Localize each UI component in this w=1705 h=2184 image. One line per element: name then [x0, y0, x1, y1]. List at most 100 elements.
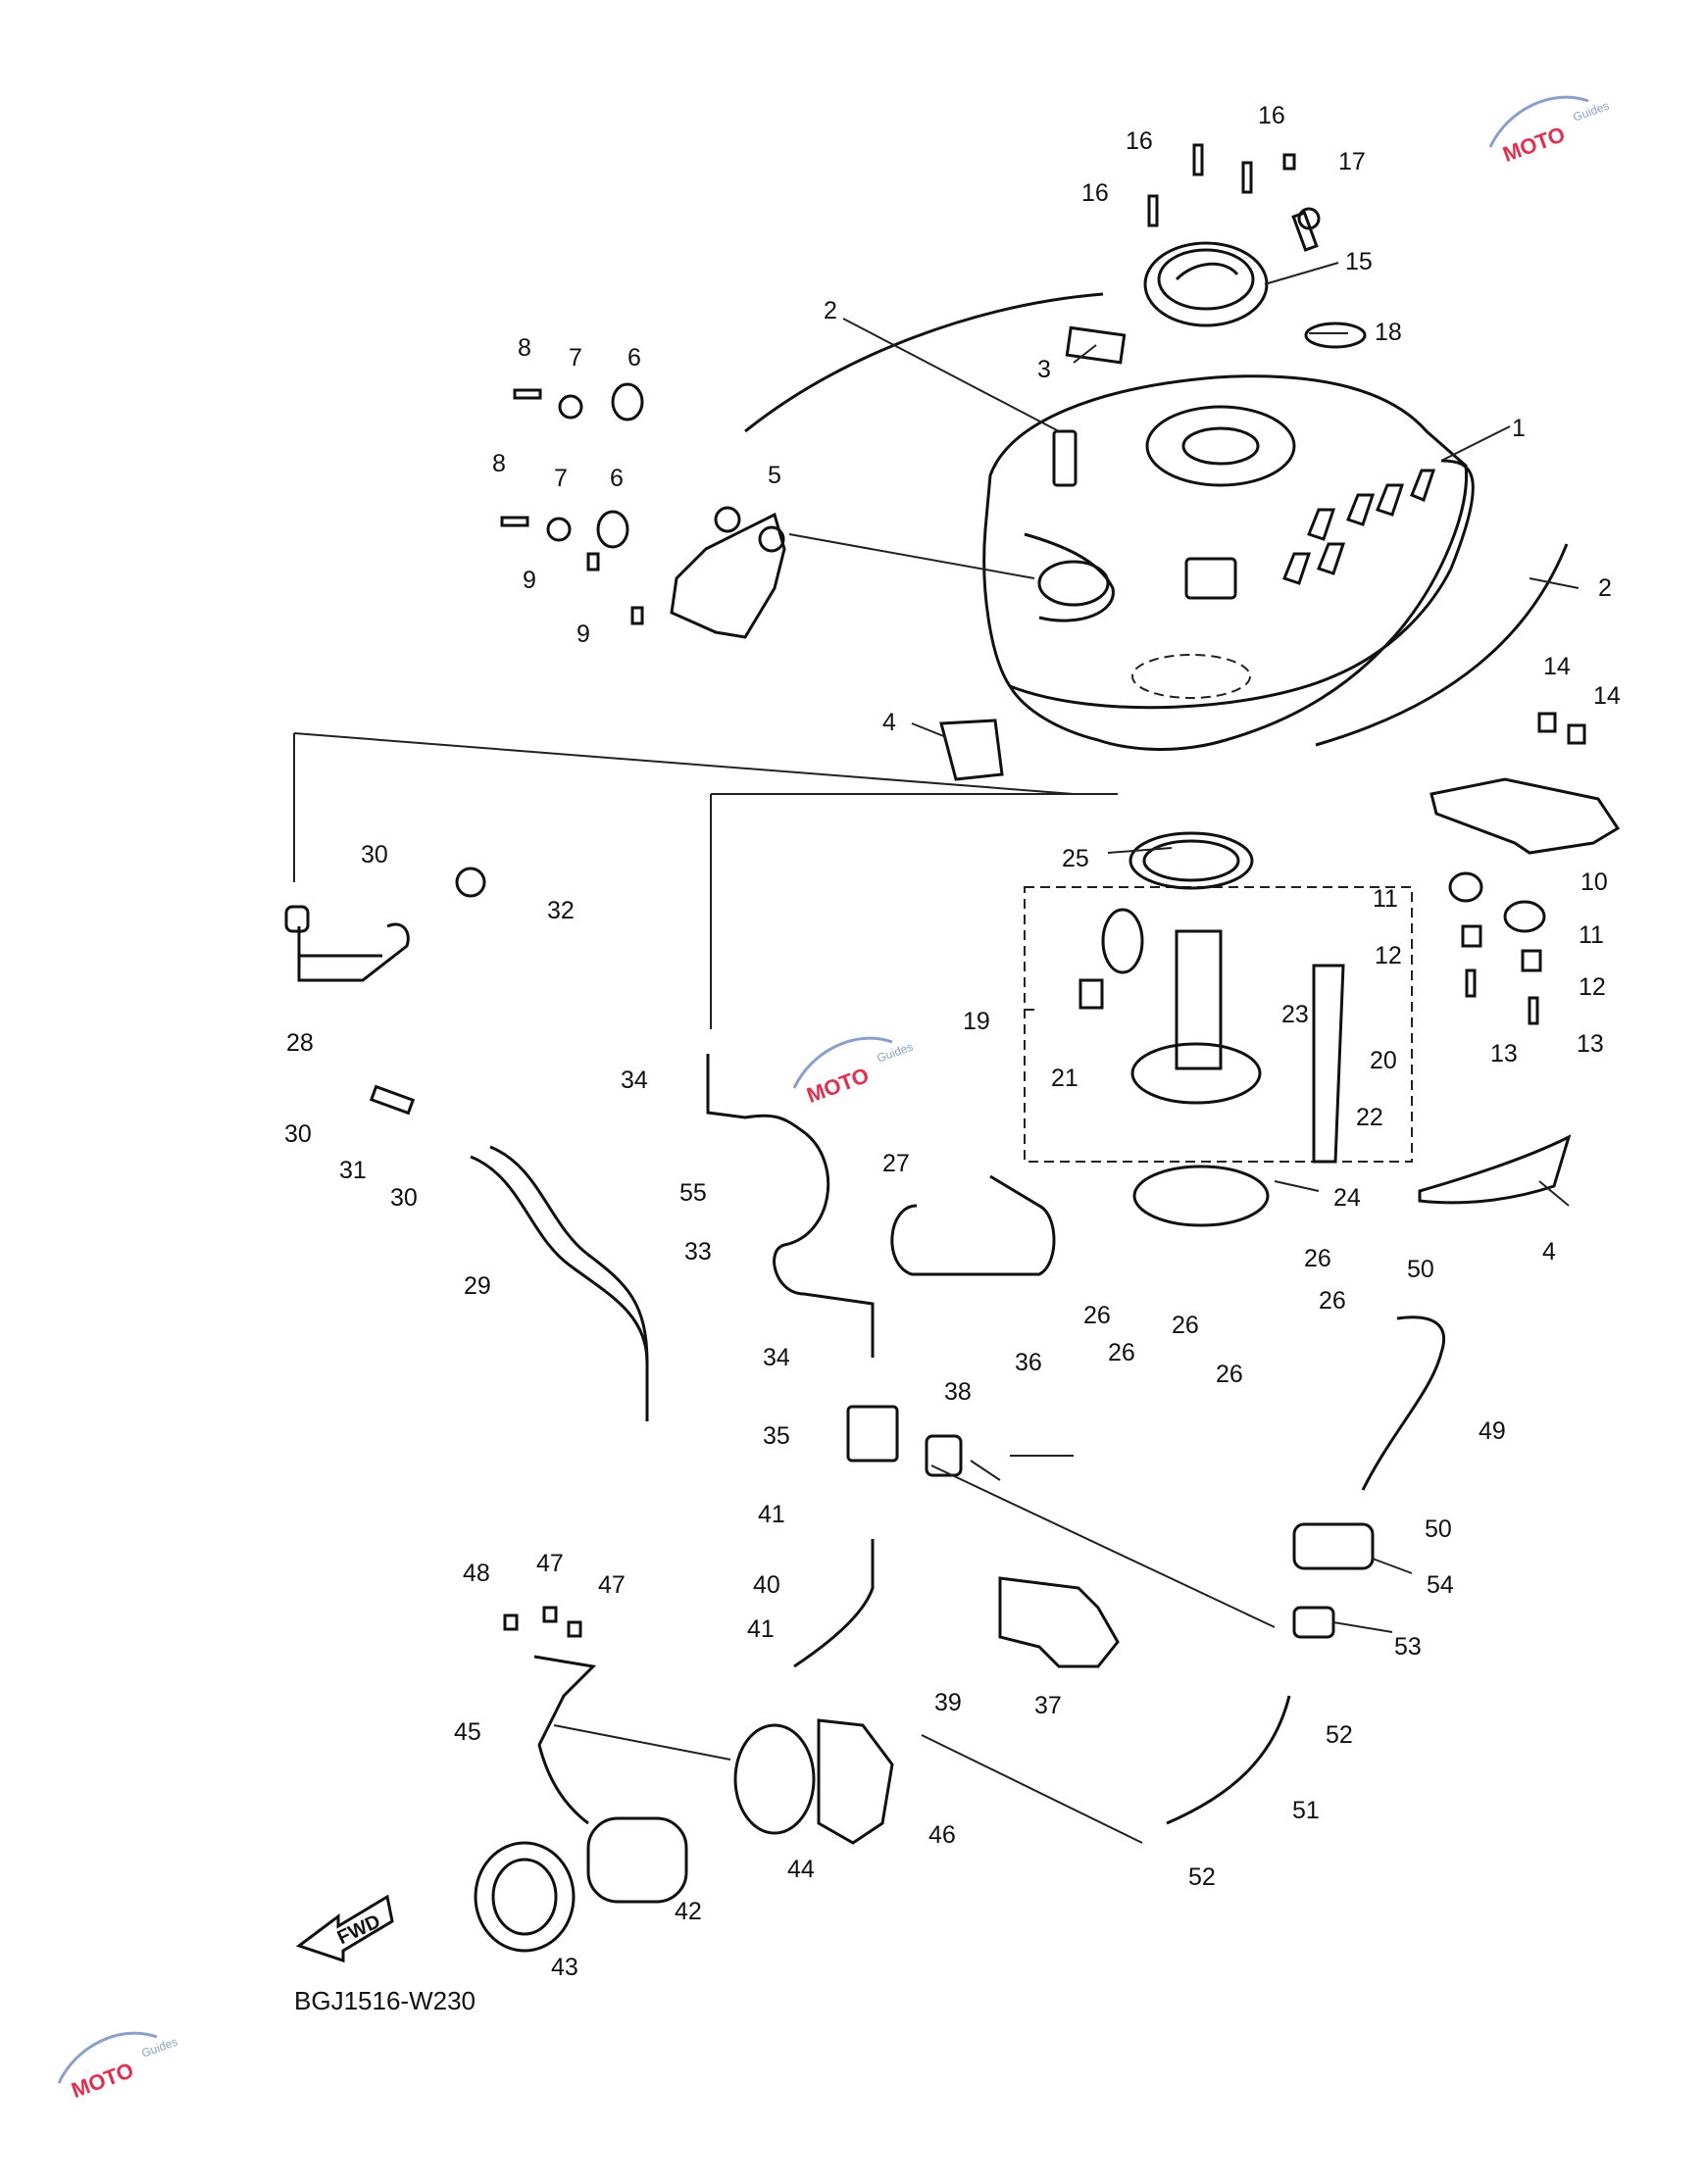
callout-20: 20 — [1370, 1047, 1397, 1074]
callout-47: 47 — [598, 1571, 626, 1599]
callout-27: 27 — [882, 1150, 910, 1177]
callout-29: 29 — [464, 1272, 491, 1300]
callout-39: 39 — [934, 1689, 962, 1716]
callout-labels: 1 2 2 3 4 4 5 6 6 7 7 8 8 9 9 10 11 11 1… — [284, 102, 1621, 1981]
callout-48: 48 — [463, 1560, 490, 1587]
callout-8: 8 — [492, 450, 506, 477]
bracket-mount-right — [1429, 712, 1621, 1025]
callout-42: 42 — [675, 1898, 702, 1925]
callout-16: 16 — [1258, 102, 1285, 129]
callout-26: 26 — [1304, 1245, 1331, 1272]
svg-text:MOTO: MOTO — [1499, 122, 1568, 167]
callout-53: 53 — [1394, 1633, 1422, 1661]
pad — [1065, 325, 1127, 365]
callout-37: 37 — [1034, 1692, 1062, 1719]
callout-9: 9 — [523, 567, 536, 594]
callout-43: 43 — [551, 1954, 578, 1981]
callout-14: 14 — [1543, 653, 1571, 680]
forward-arrow — [295, 1894, 394, 1963]
callout-28: 28 — [286, 1029, 314, 1057]
callout-55: 55 — [679, 1179, 707, 1207]
callout-47: 47 — [536, 1550, 564, 1577]
callout-32: 32 — [547, 897, 575, 924]
callout-33: 33 — [684, 1238, 712, 1266]
callout-44: 44 — [787, 1856, 815, 1883]
fuel-pump-assembly — [1024, 831, 1413, 1227]
hose-lower-right — [1166, 1695, 1291, 1825]
callout-54: 54 — [1427, 1571, 1454, 1599]
callout-49: 49 — [1479, 1417, 1506, 1445]
tank-trim-strip-left — [744, 292, 1104, 433]
callout-50: 50 — [1407, 1256, 1434, 1283]
callout-10: 10 — [1580, 869, 1608, 896]
callout-16: 16 — [1126, 127, 1153, 155]
callout-13: 13 — [1577, 1030, 1604, 1058]
callout-51: 51 — [1292, 1797, 1320, 1824]
callout-12: 12 — [1579, 973, 1606, 1001]
callout-41: 41 — [747, 1615, 775, 1643]
leader-lines — [293, 262, 1580, 1844]
svg-text:Guides: Guides — [140, 2035, 180, 2060]
hose-short — [793, 1539, 875, 1668]
callout-12: 12 — [1375, 942, 1402, 969]
fuel-cap-assembly — [1143, 143, 1321, 327]
callout-26: 26 — [1083, 1302, 1111, 1329]
callout-7: 7 — [569, 344, 582, 372]
callout-52: 52 — [1188, 1863, 1216, 1891]
callout-26: 26 — [1172, 1312, 1199, 1339]
callout-19: 19 — [963, 1008, 990, 1035]
fuel-filter — [846, 1405, 899, 1463]
callout-17: 17 — [1338, 148, 1366, 175]
callout-13: 13 — [1490, 1040, 1518, 1067]
pump-lower-assembly — [474, 1606, 894, 1953]
svg-text:Guides: Guides — [1572, 99, 1612, 124]
hose-upper-right — [1361, 1315, 1446, 1491]
callout-11: 11 — [1579, 921, 1604, 949]
fwd-label: FWD — [334, 1911, 384, 1949]
callout-7: 7 — [554, 465, 568, 492]
watermark-center: MOTO Guides — [792, 1036, 916, 1108]
callout-45: 45 — [454, 1718, 481, 1746]
callout-26: 26 — [1108, 1339, 1135, 1366]
watermark-bottom-left: MOTO Guides — [57, 2031, 180, 2103]
callout-24: 24 — [1333, 1184, 1361, 1212]
callout-16: 16 — [1081, 179, 1109, 207]
svg-text:Guides: Guides — [876, 1040, 916, 1066]
callout-46: 46 — [928, 1821, 956, 1849]
hose-loop — [890, 1174, 1056, 1276]
callout-3: 3 — [1037, 356, 1051, 383]
connector — [1292, 1606, 1335, 1639]
clamp — [925, 1434, 963, 1477]
callout-23: 23 — [1281, 1001, 1309, 1028]
callout-36: 36 — [1015, 1349, 1042, 1376]
callout-5: 5 — [768, 462, 781, 489]
callout-40: 40 — [753, 1571, 780, 1599]
callout-26: 26 — [1216, 1361, 1243, 1388]
bracket-mount-left — [500, 382, 786, 639]
breather-hose-left — [284, 867, 649, 1421]
callout-34: 34 — [621, 1067, 648, 1094]
callout-30: 30 — [390, 1184, 418, 1212]
callout-52: 52 — [1326, 1721, 1353, 1749]
bracket — [998, 1576, 1120, 1668]
callout-4: 4 — [1542, 1238, 1556, 1266]
callout-41: 41 — [758, 1501, 785, 1528]
svg-text:MOTO: MOTO — [68, 2058, 136, 2103]
callout-18: 18 — [1375, 319, 1402, 346]
callout-34: 34 — [763, 1344, 790, 1371]
callout-8: 8 — [518, 334, 531, 362]
callout-1: 1 — [1512, 415, 1526, 442]
callout-2: 2 — [824, 297, 837, 324]
fuel-tank — [982, 374, 1475, 751]
svg-text:MOTO: MOTO — [803, 1063, 872, 1108]
diagram-code: BGJ1516-W230 — [294, 1986, 476, 2015]
cap — [1304, 322, 1367, 349]
callout-35: 35 — [763, 1422, 790, 1450]
callout-4: 4 — [882, 709, 896, 736]
fitting — [1292, 1522, 1375, 1570]
callout-9: 9 — [577, 620, 590, 648]
callout-14: 14 — [1593, 682, 1621, 710]
callout-2: 2 — [1598, 574, 1612, 602]
callout-6: 6 — [627, 344, 641, 372]
callout-15: 15 — [1345, 248, 1373, 275]
